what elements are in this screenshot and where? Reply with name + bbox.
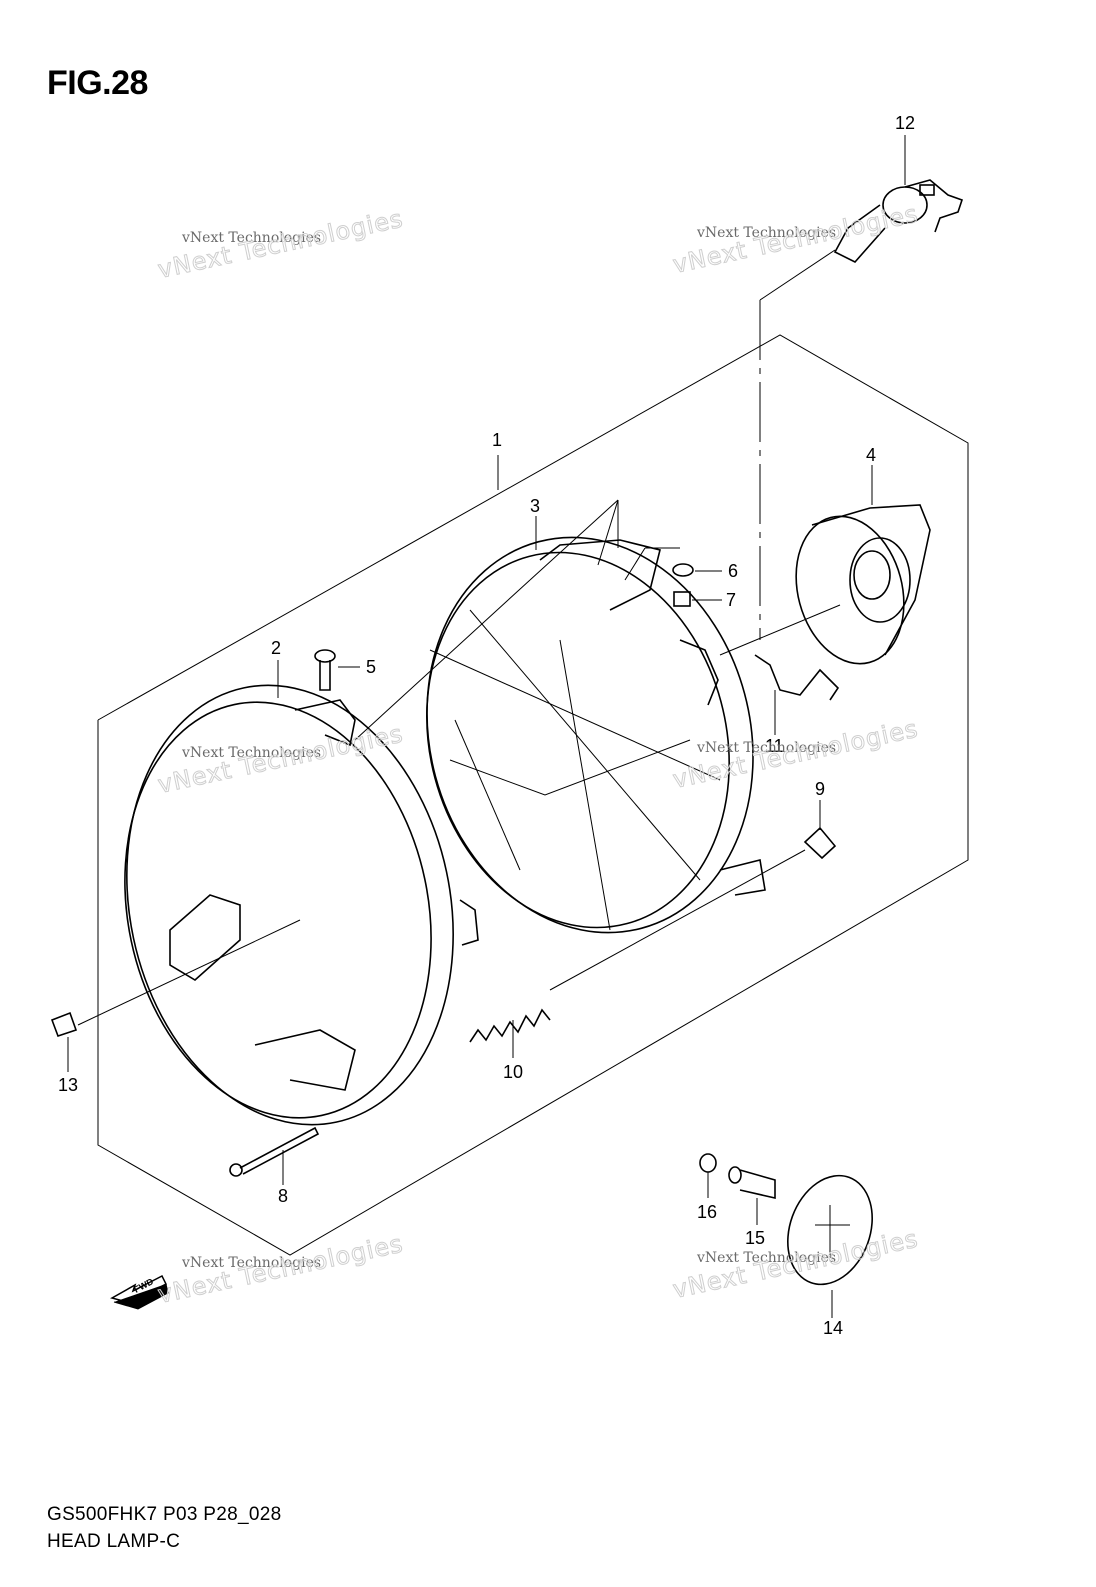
- callout-16: 16: [697, 1202, 717, 1222]
- watermark-small: vNext Technologies: [696, 740, 836, 756]
- watermark-small: vNext Technologies: [696, 225, 836, 241]
- callout-12: 12: [895, 113, 915, 133]
- nut-7: [673, 591, 691, 607]
- callout-14: 14: [823, 1318, 843, 1338]
- callout-15: 15: [745, 1228, 765, 1248]
- callout-9: 9: [815, 779, 825, 799]
- callout-13: 13: [58, 1075, 78, 1095]
- watermark-small: vNext Technologies: [181, 1255, 321, 1271]
- callout-8: 8: [278, 1186, 288, 1206]
- diagram-code: GS500FHK7 P03 P28_028: [47, 1504, 282, 1525]
- spacer-15: [728, 1166, 776, 1200]
- callout-3: 3: [530, 496, 540, 516]
- bolt-8: [229, 1126, 320, 1177]
- figure-title: FIG.28: [47, 64, 148, 102]
- leader-lines: [67, 135, 906, 1318]
- watermarks: vNext Technologies vNext Technologies vN…: [155, 199, 921, 1309]
- clip-9: [803, 826, 837, 860]
- headlamp-rim: [124, 684, 479, 1126]
- callout-7: 7: [726, 590, 736, 610]
- screw-13: [50, 1011, 78, 1038]
- spring-10: [469, 1008, 551, 1043]
- callout-labels: 1 2 3 4 5 6 7 8 9 10 11 12 13 14 15 16: [58, 113, 915, 1338]
- callout-2: 2: [271, 638, 281, 658]
- callout-5: 5: [366, 657, 376, 677]
- wire-harness-11: [754, 654, 840, 701]
- washer-16: [699, 1153, 717, 1173]
- reflector-14: [787, 1174, 873, 1286]
- lens-unit: [426, 536, 766, 934]
- assembly-box: [97, 334, 969, 1256]
- callout-10: 10: [503, 1062, 523, 1082]
- diagram-name: HEAD LAMP-C: [47, 1531, 181, 1552]
- headlamp-bulb: [833, 179, 964, 263]
- watermark-small: vNext Technologies: [696, 1250, 836, 1266]
- callout-6: 6: [728, 561, 738, 581]
- callout-4: 4: [866, 445, 876, 465]
- callout-1: 1: [492, 430, 502, 450]
- washer-6: [672, 563, 694, 577]
- socket-housing: [795, 504, 931, 665]
- callout-11: 11: [765, 736, 784, 756]
- watermark-small: vNext Technologies: [181, 230, 321, 246]
- watermark-small: vNext Technologies: [181, 745, 321, 761]
- screw-5: [314, 649, 336, 691]
